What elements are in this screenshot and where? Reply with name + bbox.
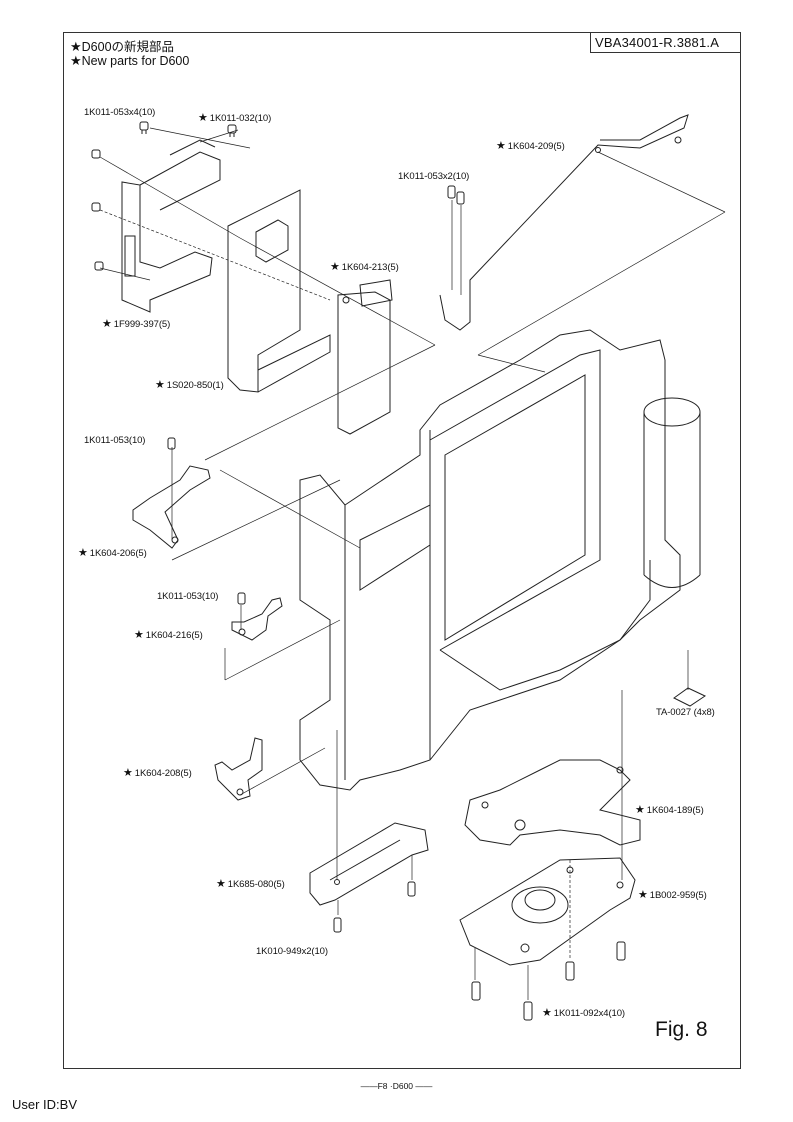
star-icon: ★ bbox=[638, 889, 648, 901]
part-number: 1F999-397(5) bbox=[113, 319, 171, 330]
star-icon: ★ bbox=[134, 629, 144, 641]
part-label-1k011-053-b: 1K011-053(10) bbox=[155, 590, 218, 602]
part-number: 1K604-213(5) bbox=[341, 262, 399, 273]
part-label-1k011-053-a: 1K011-053(10) bbox=[82, 434, 145, 446]
tape-ta-0027 bbox=[674, 688, 705, 706]
plate-1b002-959 bbox=[460, 858, 635, 965]
part-number: TA-0027 (4x8) bbox=[656, 707, 715, 718]
part-label-1k685-080: ★1K685-080(5) bbox=[216, 877, 285, 890]
chassis-body bbox=[300, 330, 680, 790]
bracket-1k604-216 bbox=[232, 598, 282, 640]
star-icon: ★ bbox=[496, 140, 506, 152]
page-footer: ——F8 ·D600 —— bbox=[360, 1081, 433, 1091]
star-icon: ★ bbox=[635, 804, 645, 816]
part-label-1k011-092x4: ★1K011-092x4(10) bbox=[542, 1006, 625, 1019]
star-icon: ★ bbox=[155, 379, 165, 391]
part-number: 1K011-053(10) bbox=[84, 435, 146, 446]
star-icon: ★ bbox=[78, 547, 88, 559]
part-label-1b002-959: ★1B002-959(5) bbox=[638, 888, 707, 901]
bracket-1f999-397 bbox=[122, 140, 220, 312]
part-label-1f999-397: ★1F999-397(5) bbox=[102, 317, 170, 330]
leader-lines bbox=[100, 128, 725, 1000]
part-label-1k604-216: ★1K604-216(5) bbox=[134, 628, 203, 641]
part-label-1k604-189: ★1K604-189(5) bbox=[635, 803, 704, 816]
part-number: 1K604-189(5) bbox=[646, 805, 704, 816]
part-number: 1K010-949x2(10) bbox=[256, 946, 328, 957]
note-text: D600の新規部品 bbox=[81, 40, 175, 54]
part-number: 1B002-959(5) bbox=[649, 890, 707, 901]
hinge-1k604-208 bbox=[215, 738, 262, 800]
shield-1k604-213 bbox=[338, 280, 392, 434]
screws bbox=[92, 122, 625, 1020]
bracket-1k604-206 bbox=[133, 466, 210, 548]
star-icon: ★ bbox=[70, 39, 82, 54]
star-icon: ★ bbox=[198, 112, 208, 124]
part-number: 1K604-206(5) bbox=[89, 548, 147, 559]
part-label-1k604-208: ★1K604-208(5) bbox=[123, 766, 192, 779]
part-number: 1K604-208(5) bbox=[134, 768, 192, 779]
part-number: 1K011-092x4(10) bbox=[553, 1008, 625, 1019]
part-number: 1S020-850(1) bbox=[166, 380, 224, 391]
part-number: 1K011-053(10) bbox=[157, 591, 219, 602]
user-id: User ID:BV bbox=[12, 1097, 78, 1112]
part-number: 1K604-216(5) bbox=[145, 630, 203, 641]
part-label-1k011-053x4: 1K011-053x4(10) bbox=[82, 106, 155, 118]
part-number: 1K011-053x2(10) bbox=[398, 171, 470, 182]
part-1k685-080 bbox=[310, 823, 428, 905]
part-number: 1K011-032(10) bbox=[209, 113, 272, 124]
part-number: 1K011-053x4(10) bbox=[84, 107, 156, 118]
document-id: VBA34001-R.3881.A bbox=[590, 32, 741, 53]
star-icon: ★ bbox=[70, 53, 82, 68]
drawing-frame bbox=[63, 32, 741, 1069]
note-japanese: ★D600の新規部品 bbox=[70, 39, 175, 55]
part-label-1s020-850: ★1S020-850(1) bbox=[155, 378, 224, 391]
part-label-1k604-206: ★1K604-206(5) bbox=[78, 546, 147, 559]
star-icon: ★ bbox=[330, 261, 340, 273]
pcb-1s020-850 bbox=[228, 190, 330, 392]
star-icon: ★ bbox=[102, 318, 112, 330]
part-label-1k010-949x2: 1K010-949x2(10) bbox=[254, 945, 328, 957]
grip-cylinder bbox=[644, 398, 700, 588]
figure-label: Fig. 8 bbox=[655, 1018, 708, 1041]
part-number: 1K685-080(5) bbox=[227, 879, 285, 890]
part-label-1k011-053x2: 1K011-053x2(10) bbox=[396, 170, 469, 182]
star-icon: ★ bbox=[542, 1007, 552, 1019]
part-label-1k604-213: ★1K604-213(5) bbox=[330, 260, 399, 273]
part-number: 1K604-209(5) bbox=[507, 141, 565, 152]
note-text: New parts for D600 bbox=[81, 54, 190, 68]
plate-1k604-189 bbox=[465, 760, 640, 845]
star-icon: ★ bbox=[123, 767, 133, 779]
part-label-ta-0027: TA-0027 (4x8) bbox=[654, 706, 715, 718]
part-label-1k011-032: ★1K011-032(10) bbox=[198, 111, 271, 124]
star-icon: ★ bbox=[216, 878, 226, 890]
bracket-1k604-209 bbox=[440, 115, 688, 330]
note-english: ★New parts for D600 bbox=[70, 53, 190, 69]
part-label-1k604-209: ★1K604-209(5) bbox=[496, 139, 565, 152]
